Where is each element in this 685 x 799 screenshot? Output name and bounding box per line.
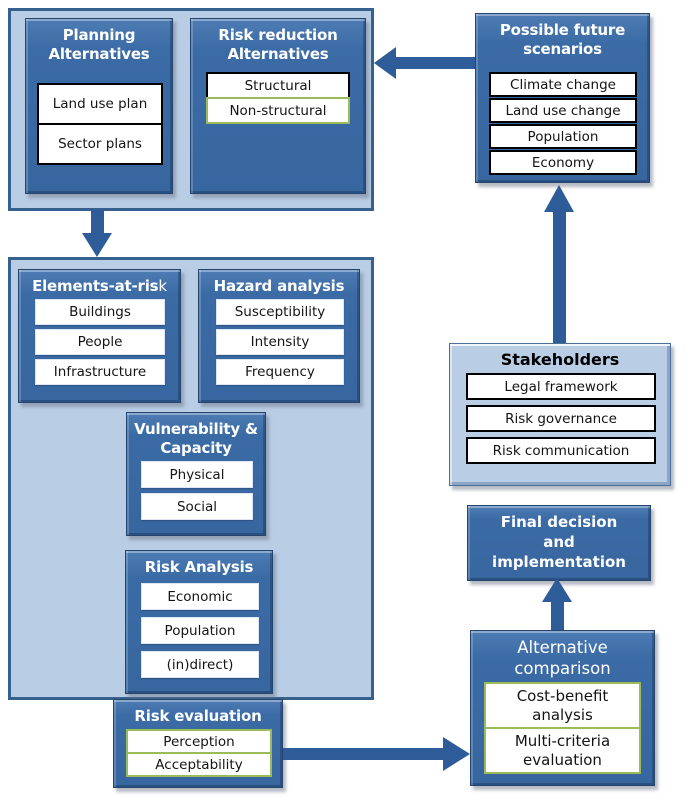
item-social: Social (141, 493, 253, 520)
hazard-analysis-box: Hazard analysis Susceptibility Intensity… (198, 269, 360, 403)
risk-evaluation-box: Risk evaluation Perception Acceptability (113, 699, 283, 788)
arrow-stem (283, 748, 444, 760)
arrow-stem (551, 600, 564, 631)
planning-panel: Planning Alternatives Land use plan Sect… (8, 8, 374, 211)
hazard-items: Susceptibility Intensity Frequency (216, 299, 344, 385)
item-risk-governance: Risk governance (466, 405, 656, 432)
final-decision-line-3: implementation (492, 553, 626, 571)
vulnerability-items: Physical Social (141, 461, 253, 520)
item-physical: Physical (141, 461, 253, 488)
elements-at-risk-items: Buildings People Infrastructure (35, 299, 165, 385)
alternative-comparison-items: Cost-benefit analysis Multi-criteria eva… (484, 682, 641, 774)
item-susceptibility: Susceptibility (216, 299, 344, 325)
elements-at-risk-title: Elements-at-risk (19, 270, 180, 296)
planning-alternatives-box: Planning Alternatives Land use plan Sect… (25, 18, 173, 194)
planning-alternatives-title: Planning Alternatives (48, 26, 150, 63)
item-infrastructure: Infrastructure (35, 359, 165, 385)
item-land-use-change: Land use change (489, 98, 637, 123)
scenarios-items: Climate change Land use change Populatio… (489, 72, 637, 175)
hazard-analysis-title: Hazard analysis (213, 277, 345, 295)
arrow-stem (395, 57, 475, 69)
item-indirect: (in)direct) (141, 651, 259, 678)
item-climate-change: Climate change (489, 72, 637, 97)
vulnerability-capacity-title: Vulnerability & Capacity (134, 420, 258, 457)
arrow-head-right-icon (443, 737, 470, 771)
final-decision-box: Final decision and implementation (467, 505, 651, 581)
item-risk-communication: Risk communication (466, 437, 656, 464)
item-multi-criteria-evaluation: Multi-criteria evaluation (484, 727, 641, 774)
stakeholders-box: Stakeholders Legal framework Risk govern… (449, 343, 671, 486)
item-acceptability: Acceptability (126, 752, 272, 777)
possible-future-scenarios-title: Possible future scenarios (499, 21, 626, 58)
analysis-panel: Elements-at-risk Buildings People Infras… (8, 257, 374, 700)
final-decision-line-2: and (543, 533, 575, 551)
elements-title-tail: k (158, 277, 167, 295)
elements-title-bold: Elements-at-ris (32, 277, 159, 295)
arrow-head-up-icon (544, 185, 574, 212)
risk-evaluation-title: Risk evaluation (134, 707, 262, 725)
planning-alternatives-items: Land use plan Sector plans (37, 83, 163, 165)
vulnerability-capacity-box: Vulnerability & Capacity Physical Social (126, 412, 266, 536)
item-economic: Economic (141, 583, 259, 610)
alternative-comparison-box: Alternative comparison Cost-benefit anal… (470, 630, 655, 786)
final-decision-line-1: Final decision (500, 513, 618, 531)
arrow-head-down-icon (82, 233, 112, 257)
elements-at-risk-box: Elements-at-risk Buildings People Infras… (18, 269, 181, 403)
item-sector-plans: Sector plans (37, 123, 163, 165)
item-buildings: Buildings (35, 299, 165, 325)
item-land-use-plan: Land use plan (37, 83, 163, 125)
arrow-stem (553, 211, 566, 343)
item-structural: Structural (206, 72, 350, 99)
risk-analysis-title: Risk Analysis (144, 558, 254, 576)
arrow-stem (91, 210, 104, 234)
item-non-structural: Non-structural (206, 97, 350, 124)
stakeholders-items: Legal framework Risk governance Risk com… (466, 373, 656, 464)
risk-reduction-items: Structural Non-structural (206, 72, 350, 124)
item-people: People (35, 329, 165, 355)
stakeholders-title: Stakeholders (500, 350, 620, 369)
item-cost-benefit-analysis: Cost-benefit analysis (484, 682, 641, 729)
alternative-comparison-title: Alternative comparison (514, 638, 611, 678)
item-intensity: Intensity (216, 329, 344, 355)
risk-reduction-alternatives-box: Risk reduction Alternatives Structural N… (190, 18, 366, 194)
risk-analysis-items: Economic Population (in)direct) (141, 583, 259, 678)
possible-future-scenarios-box: Possible future scenarios Climate change… (475, 13, 650, 183)
item-frequency: Frequency (216, 359, 344, 385)
risk-reduction-alternatives-title: Risk reduction Alternatives (218, 26, 338, 63)
arrow-head-up-icon (542, 578, 572, 602)
item-legal-framework: Legal framework (466, 373, 656, 400)
risk-evaluation-items: Perception Acceptability (126, 729, 272, 777)
item-economy: Economy (489, 150, 637, 175)
risk-analysis-box: Risk Analysis Economic Population (in)di… (125, 550, 273, 694)
arrow-head-left-icon (374, 47, 396, 79)
item-perception: Perception (126, 729, 272, 754)
item-population-risk: Population (141, 617, 259, 644)
item-population-scenario: Population (489, 124, 637, 149)
